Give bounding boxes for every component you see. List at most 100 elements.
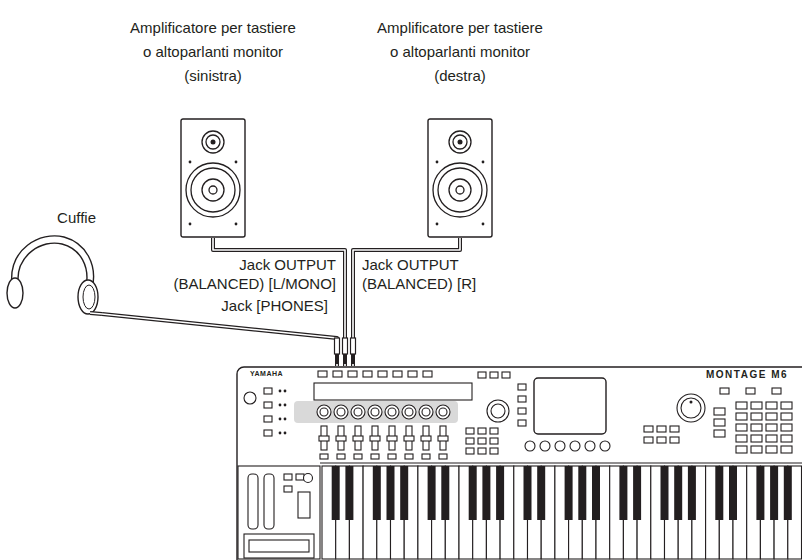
button [766, 446, 777, 453]
button [518, 420, 526, 426]
button [354, 454, 362, 459]
button [348, 371, 357, 377]
display-knob [540, 441, 550, 451]
knob-cap [354, 408, 362, 416]
button [466, 438, 474, 444]
speaker-cabinet [428, 119, 492, 237]
button [264, 402, 272, 408]
button [766, 413, 777, 420]
knob [402, 405, 416, 419]
button [466, 448, 474, 454]
button [423, 371, 432, 377]
button [720, 388, 729, 394]
black-key [578, 466, 586, 520]
black-key [345, 466, 353, 520]
audio-cable [102, 314, 337, 366]
ear-cup [7, 278, 23, 308]
tweeter-ring [449, 131, 471, 153]
led-dot [284, 432, 287, 435]
button [781, 446, 792, 453]
tweeter-ring [453, 135, 467, 149]
black-key [387, 466, 395, 520]
speaker-drawing [427, 118, 493, 238]
speaker-right: Amplificatore per tastiere o altoparlant… [372, 16, 548, 238]
button [736, 413, 747, 420]
tweeter-ring [206, 135, 220, 149]
button [388, 454, 396, 459]
black-key [619, 466, 627, 520]
cable-core [102, 314, 337, 366]
led-dot [279, 418, 282, 421]
slider-cap [336, 436, 346, 441]
button [781, 424, 792, 431]
knob [419, 405, 433, 419]
black-key [661, 466, 669, 520]
data-dial [487, 400, 509, 422]
knob-cap [422, 408, 430, 416]
knob [334, 405, 348, 419]
device-heading: Cuffie [2, 208, 102, 227]
knob-cap [439, 408, 447, 416]
jack-label: Jack [PHONES] [170, 296, 330, 315]
tweeter-ring [202, 131, 224, 153]
device-heading: Amplificatore per tastiere o altoparlant… [125, 16, 301, 88]
black-key [400, 466, 408, 520]
black-key [565, 466, 573, 520]
mod-wheel [264, 474, 274, 529]
screw-dot [436, 223, 439, 226]
button [766, 435, 777, 442]
button [408, 371, 417, 377]
button [490, 438, 498, 444]
cable-stub-core [90, 313, 102, 314]
main-dial-dot [690, 401, 693, 404]
knob [385, 405, 399, 419]
button [518, 408, 526, 414]
button [439, 454, 447, 459]
speaker-cabinet [181, 119, 245, 237]
button [320, 454, 328, 459]
plug-tip [344, 354, 346, 364]
plug-body [351, 338, 356, 354]
knob-highlight [294, 401, 458, 423]
slider-cap [404, 436, 414, 441]
plug-body [343, 338, 348, 354]
button [490, 428, 498, 434]
button [378, 371, 387, 377]
button [781, 435, 792, 442]
keyboard-drawing [236, 366, 802, 560]
knob-cap [388, 408, 396, 416]
button [337, 454, 345, 459]
led-dot [284, 404, 287, 407]
led-dot [284, 390, 287, 393]
model-logo: MONTAGE M6 [706, 369, 788, 380]
controller-panel [238, 466, 320, 559]
button [751, 402, 762, 409]
black-key [428, 466, 436, 520]
button [746, 388, 755, 394]
display-strip [314, 383, 472, 400]
speaker-left: Amplificatore per tastiere o altoparlant… [125, 16, 301, 238]
woofer-cap [209, 186, 217, 194]
button [766, 402, 777, 409]
button [670, 437, 679, 443]
jack-label: Jack OUTPUT (BALANCED) [R] [360, 255, 535, 293]
led-dot [279, 390, 282, 393]
slider-cap [319, 436, 329, 441]
knob-cap [405, 408, 413, 416]
black-key [729, 466, 737, 520]
ear-cup-inner [83, 285, 95, 309]
black-key [441, 466, 449, 520]
button [393, 371, 402, 377]
slider [298, 492, 310, 518]
ribbon-strip [249, 540, 309, 552]
button [670, 426, 679, 432]
screw-dot [482, 223, 485, 226]
data-dial-cap [491, 404, 505, 418]
button [644, 426, 653, 432]
black-key [784, 466, 792, 520]
plug-tip [352, 354, 354, 364]
volume-knob [244, 392, 256, 404]
headband [12, 236, 94, 289]
button [422, 454, 430, 459]
